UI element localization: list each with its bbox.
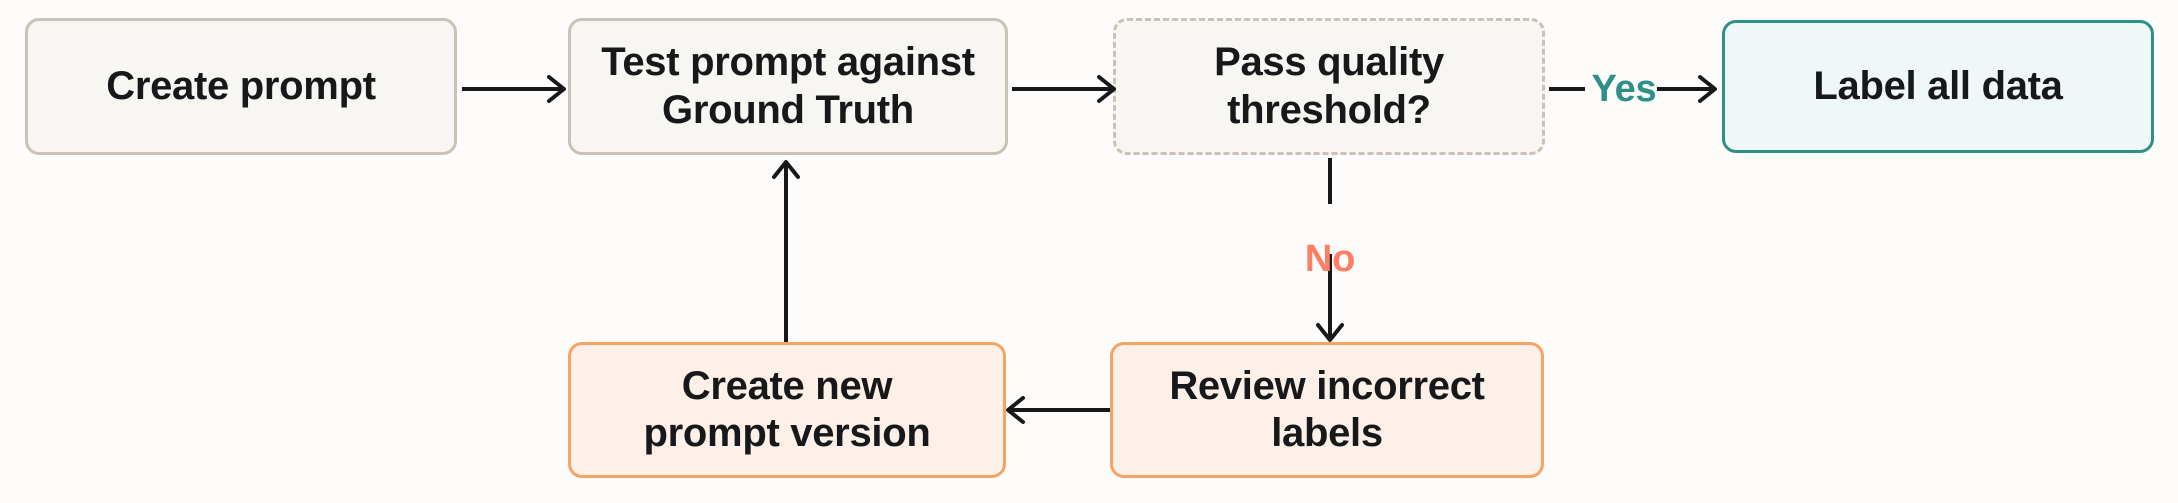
edge-pass-quality-to-label-all-data xyxy=(1549,72,1721,106)
node-create-prompt[interactable]: Create prompt xyxy=(25,18,457,155)
node-create-new-prompt-version[interactable]: Create new prompt version xyxy=(568,342,1006,478)
edge-create-new-version-to-test-prompt xyxy=(769,158,803,344)
node-pass-quality-threshold[interactable]: Pass quality threshold? xyxy=(1113,18,1545,155)
node-label-all-data[interactable]: Label all data xyxy=(1722,20,2154,153)
edge-label-yes: Yes xyxy=(1591,68,1657,110)
node-test-prompt[interactable]: Test prompt against Ground Truth xyxy=(568,18,1008,155)
edge-review-labels-to-create-new-version xyxy=(1000,393,1112,427)
edge-pass-quality-to-review-labels xyxy=(1313,158,1347,344)
edge-test-prompt-to-pass-quality xyxy=(1012,72,1122,106)
node-review-incorrect-labels[interactable]: Review incorrect labels xyxy=(1110,342,1544,478)
edge-label-no: No xyxy=(1304,238,1356,280)
edge-create-prompt-to-test-prompt xyxy=(462,72,572,106)
